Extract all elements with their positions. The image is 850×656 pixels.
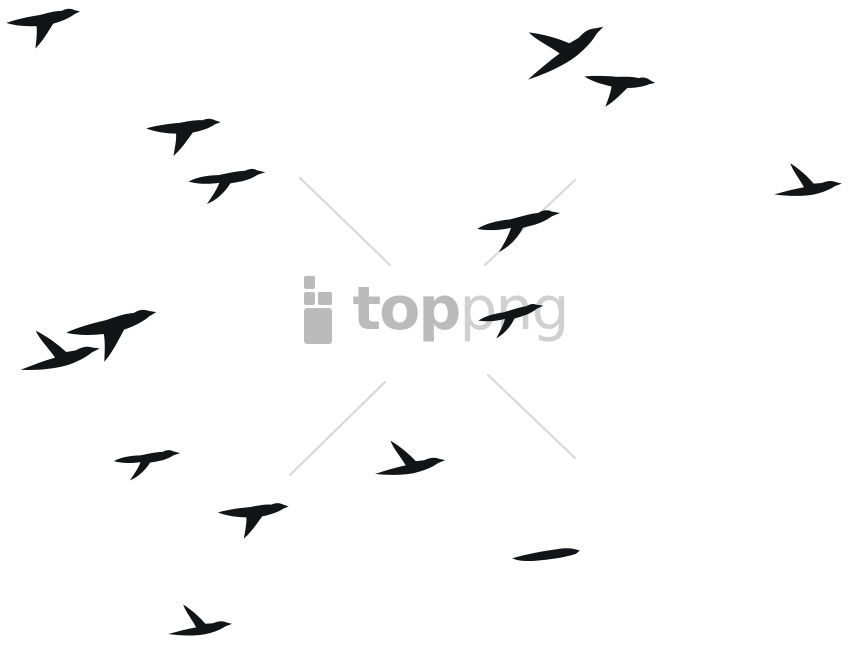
bird — [371, 435, 447, 478]
bird — [5, 7, 85, 53]
bird — [188, 168, 267, 205]
bird — [145, 117, 223, 158]
bird — [511, 547, 581, 563]
bird — [217, 502, 291, 541]
bird — [476, 208, 564, 254]
bird — [507, 0, 610, 84]
bird — [581, 71, 656, 112]
bird — [166, 601, 233, 638]
bird — [477, 302, 548, 341]
bird — [113, 449, 182, 482]
bird — [772, 159, 843, 198]
